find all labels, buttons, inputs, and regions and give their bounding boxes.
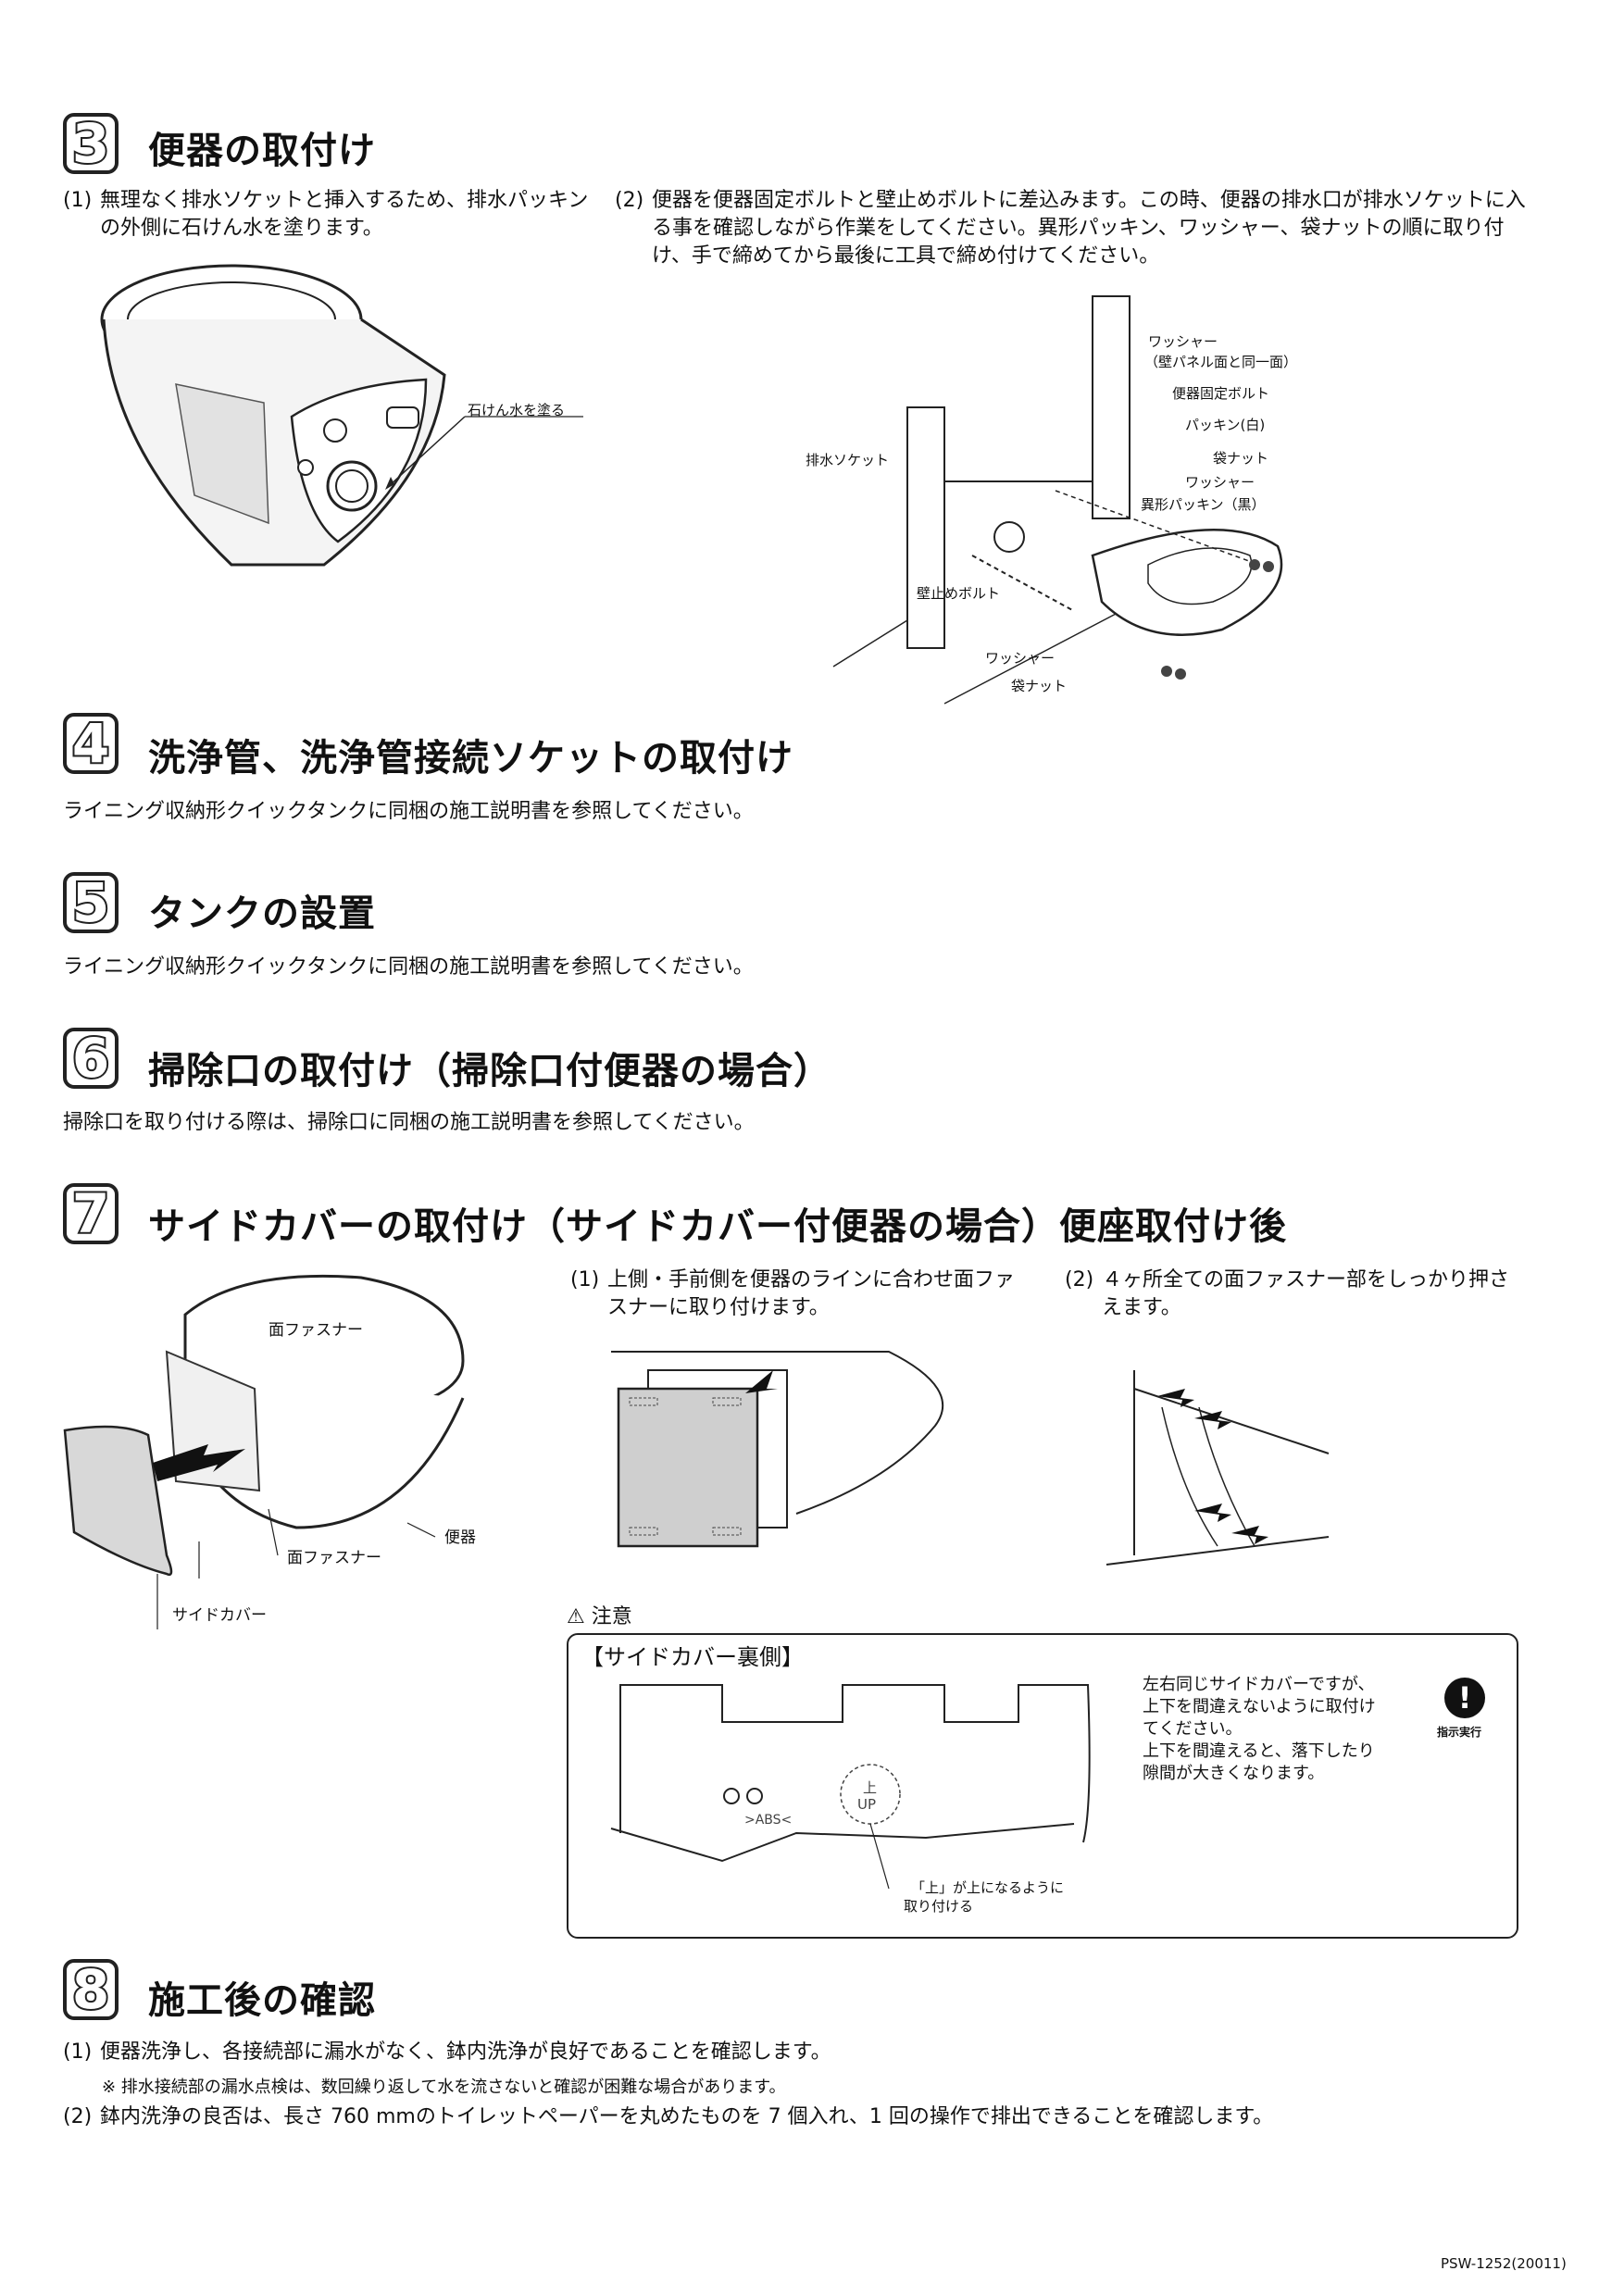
- fig-label: パッキン(白): [1185, 417, 1266, 433]
- fig-label: ワッシャー: [1148, 333, 1218, 350]
- step-note: ※ 排水接続部の漏水点検は、数回繰り返して水を流さないと確認が困難な場合がありま…: [102, 2078, 786, 2097]
- instruction-icon-label: 指示実行: [1437, 1726, 1482, 1739]
- step-index: (2): [63, 2105, 93, 2128]
- fig-label: 袋ナット: [1213, 450, 1269, 467]
- step-index: (1): [63, 2040, 93, 2064]
- caution-heading-text: 注意: [591, 1605, 632, 1628]
- section-number-4: 4: [63, 713, 119, 774]
- caution-heading: ⚠ 注意: [567, 1600, 632, 1629]
- section-number-7: 7: [63, 1183, 119, 1244]
- side-cover-back-figure: [610, 1684, 1091, 1890]
- fig-label: ワッシャー: [1185, 474, 1255, 491]
- fig-note: 「上」が上になるように: [911, 1879, 1065, 1896]
- step-body: 便器洗浄し、各接続部に漏水がなく、鉢内洗浄が良好であることを確認します。: [100, 2040, 831, 2064]
- section-text: 掃除口を取り付ける際は、掃除口に同梱の施工説明書を参照してください。: [63, 1111, 755, 1134]
- step-text: (2) 便器を便器固定ボルトと壁止めボルトに差込みます。この時、便器の排水口が排…: [615, 187, 1541, 270]
- step-text: (1) 無理なく排水ソケットと挿入するため、排水パッキンの外側に石けん水を塗りま…: [63, 187, 591, 243]
- fig-label: 便器固定ボルト: [1172, 385, 1270, 402]
- caution-line: てください。: [1143, 1719, 1243, 1739]
- caution-line: 上下を間違えると、落下したり: [1143, 1741, 1375, 1761]
- fig-label: 壁止めボルト: [917, 585, 1001, 602]
- step-index: (2): [615, 189, 644, 212]
- section-title: サイドカバーの取付け（サイドカバー付便器の場合）便座取付け後: [148, 1205, 1287, 1248]
- fig-label: サイドカバー: [172, 1606, 267, 1625]
- step-text: (2) ４ヶ所全ての面ファスナー部をしっかり押さえます。: [1065, 1267, 1528, 1322]
- side-cover-figure: [63, 1274, 465, 1629]
- bolt-assembly-figure: [832, 295, 1283, 705]
- up-mark-jp: 上: [863, 1779, 878, 1796]
- section-title: 施工後の確認: [148, 1979, 376, 2022]
- step-index: (2): [1065, 1268, 1094, 1292]
- section-number-3: 3: [63, 113, 119, 174]
- fig-label: 石けん水を塗る: [468, 402, 566, 418]
- fig-label: 排水ソケット: [806, 452, 890, 468]
- abs-mark: >ABS<: [744, 1813, 793, 1828]
- instruction-icon: !: [1444, 1678, 1485, 1718]
- step-text: (2) 鉢内洗浄の良否は、長さ 760 mmのトイレットペーパーを丸めたものを …: [63, 2103, 1544, 2131]
- step-body: 無理なく排水ソケットと挿入するため、排水パッキンの外側に石けん水を塗ります。: [100, 189, 589, 240]
- step-body: 鉢内洗浄の良否は、長さ 760 mmのトイレットペーパーを丸めたものを 7 個入…: [100, 2105, 1274, 2128]
- toilet-bowl-rear-figure: [100, 264, 583, 567]
- section-title: 便器の取付け: [148, 130, 376, 172]
- step-text: (1) 便器洗浄し、各接続部に漏水がなく、鉢内洗浄が良好であることを確認します。: [63, 2039, 1544, 2066]
- step-body: 便器を便器固定ボルトと壁止めボルトに差込みます。この時、便器の排水口が排水ソケッ…: [652, 189, 1526, 268]
- caution-line: 左右同じサイドカバーですが、: [1143, 1675, 1375, 1694]
- section-title: タンクの設置: [148, 892, 376, 935]
- fig-label: 便器: [444, 1529, 476, 1547]
- section-number-6: 6: [63, 1028, 119, 1089]
- caution-box: [567, 1633, 1518, 1939]
- cover-attach-figure: [611, 1351, 944, 1548]
- step-index: (1): [63, 189, 93, 212]
- fig-label: ワッシャー: [985, 650, 1056, 667]
- section-title: 洗浄管、洗浄管接続ソケットの取付け: [148, 737, 793, 780]
- caution-line: 上下を間違えないように取付け: [1143, 1697, 1376, 1716]
- fig-label: 面ファスナー: [287, 1549, 381, 1567]
- section-number-8: 8: [63, 1959, 119, 2020]
- fig-label: （壁パネル面と同一面）: [1144, 354, 1298, 370]
- step-body: ４ヶ所全ての面ファスナー部をしっかり押さえます。: [1102, 1268, 1510, 1319]
- caution-box-title: 【サイドカバー裏側】: [581, 1644, 804, 1670]
- section-text: ライニング収納形クイックタンクに同梱の施工説明書を参照してください。: [63, 955, 754, 979]
- fastener-press-figure: [1106, 1370, 1330, 1566]
- fig-label: 面ファスナー: [269, 1321, 363, 1340]
- up-mark-en: UP: [857, 1796, 877, 1813]
- caution-line: 隙間が大きくなります。: [1143, 1764, 1325, 1783]
- step-index: (1): [570, 1268, 600, 1292]
- fig-note: 取り付ける: [904, 1898, 974, 1915]
- section-text: ライニング収納形クイックタンクに同梱の施工説明書を参照してください。: [63, 800, 754, 823]
- step-text: (1) 上側・手前側を便器のラインに合わせ面ファスナーに取り付けます。: [570, 1267, 1033, 1322]
- fig-label: 異形パッキン（黒）: [1141, 496, 1266, 513]
- document-code: PSW-1252(20011): [1441, 2255, 1567, 2272]
- warning-icon: ⚠: [567, 1605, 585, 1628]
- section-number-5: 5: [63, 872, 119, 933]
- step-body: 上側・手前側を便器のラインに合わせ面ファスナーに取り付けます。: [607, 1268, 1016, 1319]
- caution-text: 左右同じサイドカバーですが、 上下を間違えないように取付け てください。 上下を…: [1143, 1674, 1376, 1785]
- section-title: 掃除口の取付け（掃除口付便器の場合）: [148, 1050, 831, 1092]
- fig-label: 袋ナット: [1011, 678, 1068, 694]
